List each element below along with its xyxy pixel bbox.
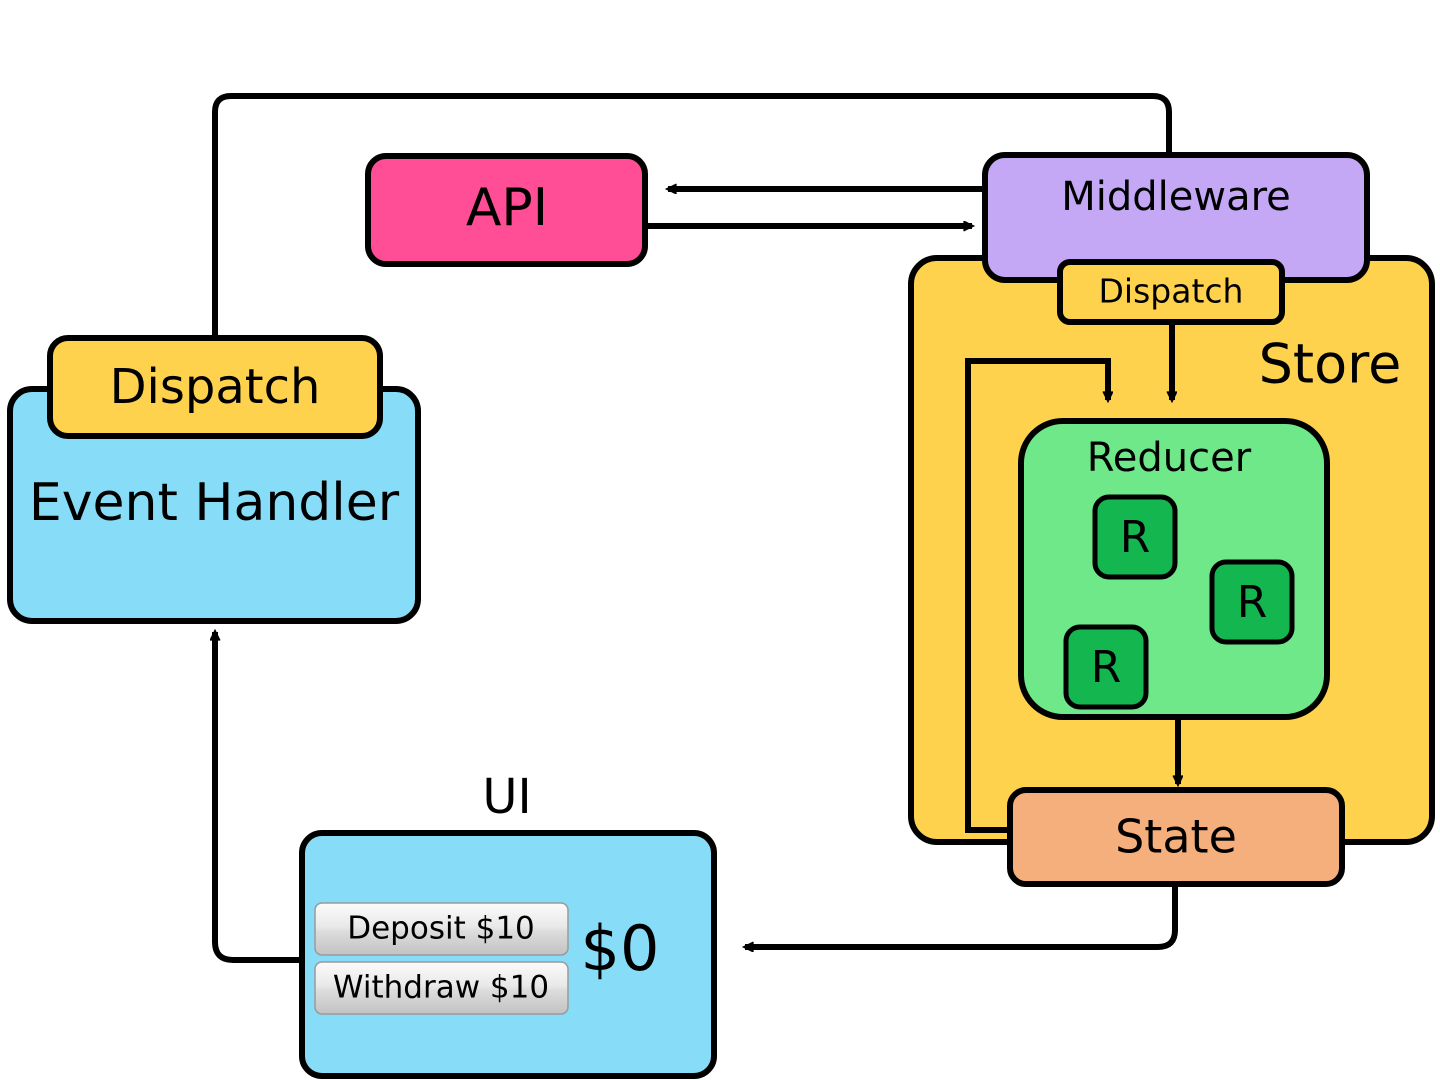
event-handler-label: Event Handler [29, 473, 400, 533]
withdraw-button[interactable] [314, 961, 569, 1015]
ui-caption: UI [482, 769, 531, 825]
balance-value: $0 [581, 912, 660, 985]
state-label: State [1115, 810, 1237, 864]
withdraw-button-label[interactable]: Withdraw $10 [333, 970, 549, 1006]
reducer-item-3-label: R [1091, 642, 1122, 693]
middleware-label: Middleware [1061, 174, 1291, 220]
state-box [1007, 787, 1345, 887]
edge-state-to-ui [745, 884, 1178, 947]
deposit-button[interactable] [314, 902, 569, 956]
reducer-item-2 [1209, 559, 1295, 645]
dispatch-handler-label: Dispatch [110, 359, 321, 415]
api-box [365, 153, 648, 267]
reducer-item-3 [1063, 624, 1149, 710]
deposit-button-label[interactable]: Deposit $10 [347, 911, 535, 947]
reducer-item-1-label: R [1120, 512, 1151, 563]
reducer-label: Reducer [1087, 435, 1252, 481]
edge-ui-to-event-handler [215, 632, 310, 963]
edge-state-to-reducer-loop [965, 358, 1108, 833]
reducer-item-1 [1092, 494, 1178, 580]
dispatch-store-label: Dispatch [1099, 272, 1244, 311]
reducer-item-2-label: R [1237, 577, 1268, 628]
edge-dispatch-to-middleware [212, 93, 1172, 338]
dispatch-store-box [1057, 259, 1285, 325]
api-label: API [466, 178, 548, 238]
store-label: Store [1259, 333, 1402, 396]
dispatch-handler-box [47, 335, 383, 439]
